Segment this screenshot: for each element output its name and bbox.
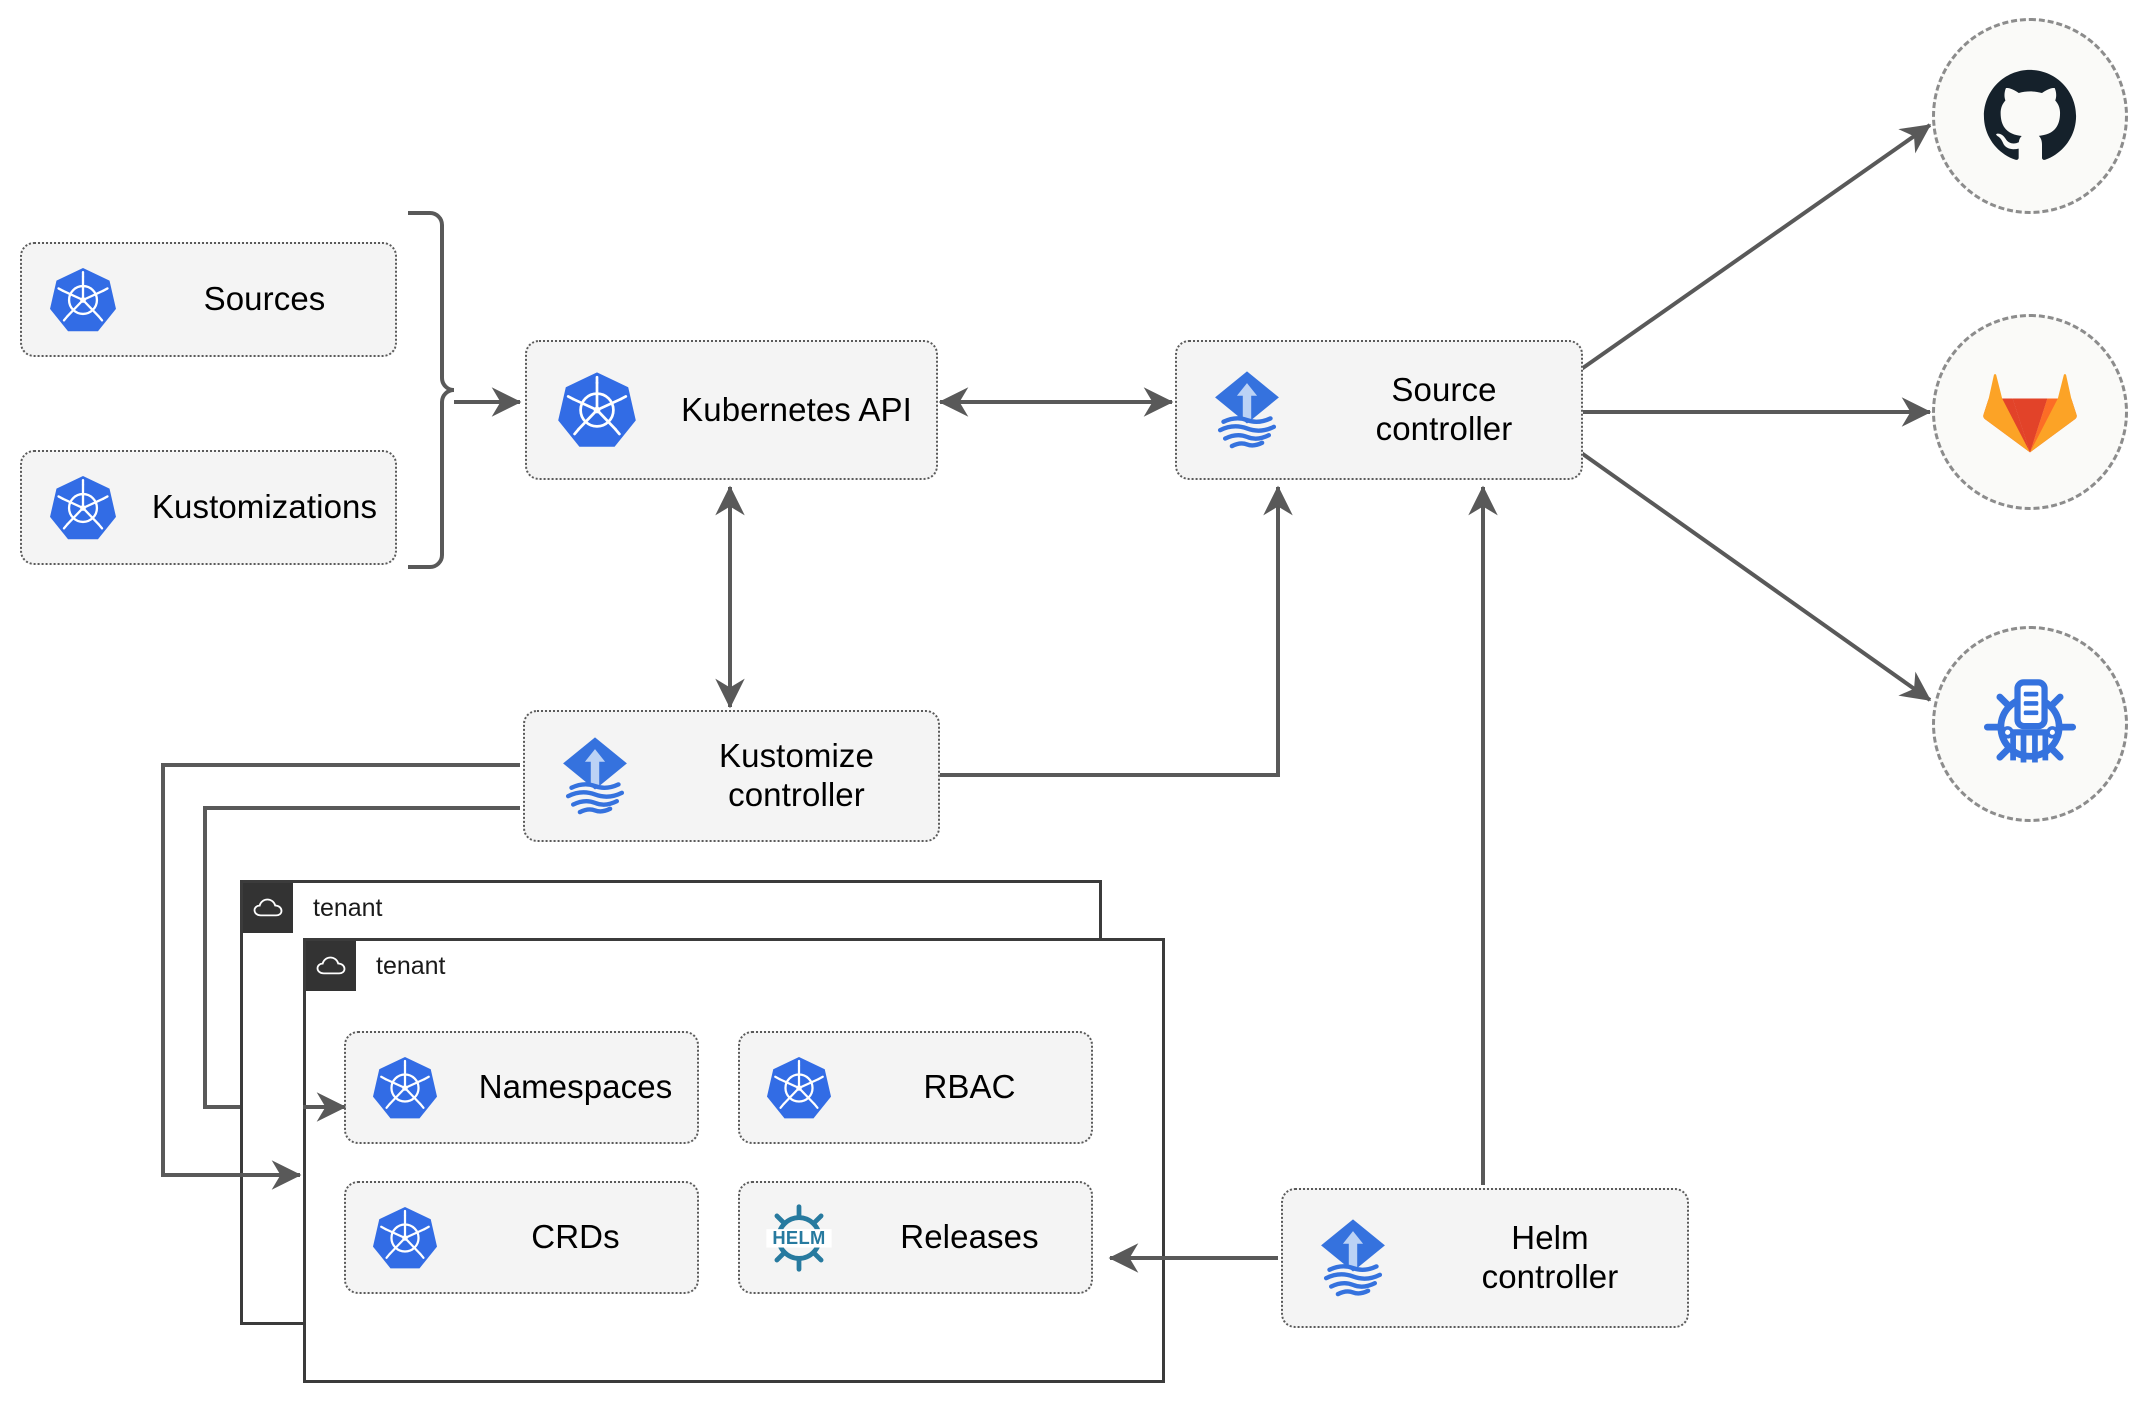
node-crds[interactable]: CRDs	[344, 1181, 699, 1294]
flux-icon	[1283, 1216, 1423, 1300]
node-releases[interactable]: Releases	[738, 1181, 1093, 1294]
kubernetes-icon	[740, 1055, 858, 1121]
kubernetes-icon	[22, 266, 144, 334]
cloud-icon	[243, 883, 293, 933]
cloud-icon	[306, 941, 356, 991]
flux-icon	[525, 734, 665, 818]
gitlab-icon	[1982, 364, 2078, 460]
kubernetes-icon	[22, 474, 144, 542]
connector-kustomizectrl-sourcectrl	[940, 485, 1293, 777]
node-label-line2: controller	[728, 776, 865, 813]
node-kubernetes-api[interactable]: Kubernetes API	[525, 340, 938, 480]
node-label-line1: Helm	[1511, 1219, 1589, 1257]
node-label: Helm controller	[1423, 1219, 1687, 1297]
tenant-label: tenant	[313, 893, 383, 922]
node-label: Source controller	[1317, 371, 1581, 449]
connector-sources-brace	[408, 211, 455, 569]
github-icon	[1982, 68, 2078, 164]
node-kustomize-controller[interactable]: Kustomize controller	[523, 710, 940, 842]
node-label: CRDs	[531, 1218, 620, 1256]
node-rbac[interactable]: RBAC	[738, 1031, 1093, 1144]
node-sources[interactable]: Sources	[20, 242, 397, 357]
node-label-line2: controller	[1375, 410, 1513, 447]
connector-sourcectrl-github	[1578, 123, 1932, 372]
tenant-titlebar: tenant	[243, 883, 383, 933]
node-label: Kustomizations	[151, 488, 378, 526]
flux-icon	[1177, 368, 1317, 452]
endpoint-github[interactable]	[1932, 18, 2128, 214]
endpoint-helm-registry[interactable]	[1932, 626, 2128, 822]
node-label: Namespaces	[478, 1068, 673, 1106]
tenant-window-front[interactable]: tenant Namespaces RBAC CRDs Release	[303, 938, 1165, 1383]
node-label-line1: Kustomize	[719, 737, 874, 775]
kubernetes-icon	[346, 1205, 464, 1271]
node-source-controller[interactable]: Source controller	[1175, 340, 1583, 480]
endpoint-gitlab[interactable]	[1932, 314, 2128, 510]
node-namespaces[interactable]: Namespaces	[344, 1031, 699, 1144]
node-label: Releases	[900, 1218, 1039, 1256]
helm-icon	[740, 1204, 858, 1272]
tenant-label: tenant	[376, 951, 446, 980]
node-kustomizations[interactable]: Kustomizations	[20, 450, 397, 565]
helm-repository-icon	[1978, 672, 2082, 776]
connector-sourcectrl-helmregistry	[1578, 450, 1932, 702]
node-label: Kubernetes API	[681, 390, 912, 428]
node-label-line1: Source	[1391, 371, 1497, 409]
kubernetes-icon	[346, 1055, 464, 1121]
node-helm-controller[interactable]: Helm controller	[1281, 1188, 1689, 1328]
tenant-titlebar: tenant	[306, 941, 446, 991]
node-label: Sources	[203, 280, 326, 318]
node-label-line2: controller	[1481, 1258, 1619, 1295]
kubernetes-icon	[527, 370, 667, 450]
node-label: Kustomize controller	[665, 737, 938, 815]
node-label: RBAC	[923, 1068, 1016, 1106]
